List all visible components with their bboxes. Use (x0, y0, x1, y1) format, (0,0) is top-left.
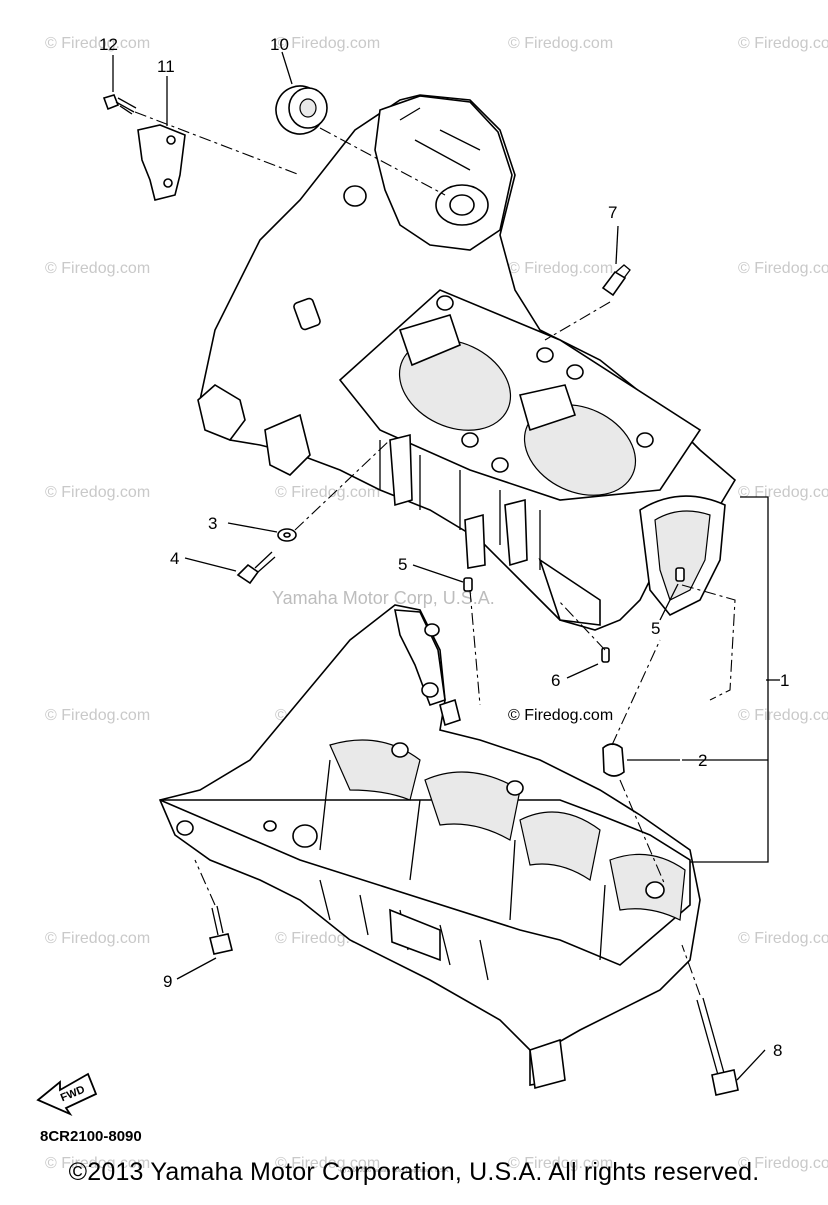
callout-12: 12 (99, 35, 118, 54)
bolt-8-part (696, 997, 739, 1096)
bearing-part (275, 85, 328, 135)
callout-6: 6 (551, 671, 560, 690)
dowel-5-part (463, 567, 685, 592)
leader-lines (112, 51, 780, 1081)
watermark-text: © Firedog.com (275, 1155, 380, 1172)
callout-10: 10 (270, 35, 289, 54)
fwd-arrow-icon: FWD (36, 1072, 98, 1117)
callout-5: 5 (651, 619, 660, 638)
watermark-text: © Firedog.com (738, 484, 828, 501)
bolt-4-part (236, 551, 276, 585)
bolt-9-part (209, 905, 233, 955)
callout-4: 4 (170, 549, 179, 568)
pin-6-part (601, 647, 610, 663)
watermark-text: © Firedog.com (45, 1155, 150, 1172)
watermark-text: © Firedog.com (738, 260, 828, 277)
callout-8: 8 (773, 1041, 782, 1060)
watermark-text: © Firedog.com (738, 35, 828, 52)
callout-7: 7 (608, 203, 617, 222)
footer-copyright: ©2013 Yamaha Motor Corporation, U.S.A. A… (68, 1158, 760, 1186)
watermark-dark-text: © Firedog.com (508, 707, 613, 724)
watermark-text: © Firedog.com (45, 707, 150, 724)
watermark-text: © Firedog.com (45, 260, 150, 277)
tiny-copyright: (c) 2006 2016 Yamaha Motor Corporation, … (340, 1168, 449, 1174)
lower-crankcase (158, 604, 701, 1090)
callout-5: 5 (398, 555, 407, 574)
watermark-text: © Firedog.com (738, 707, 828, 724)
watermark-text: © Firedog.com (275, 35, 380, 52)
washer-3-part (277, 528, 297, 542)
callout-labels: 1 2 3 4 5 5 6 7 8 9 10 11 12 (99, 35, 789, 1060)
watermark-text: © Firedog.com (45, 484, 150, 501)
diagram-code: 8CR2100-8090 (40, 1128, 142, 1145)
watermark-text: © Firedog.com (45, 35, 150, 52)
upper-crankcase (197, 94, 737, 631)
callout-11: 11 (157, 57, 175, 76)
watermark-text: © Firedog.com (275, 484, 380, 501)
bolt-12-part (102, 94, 137, 115)
watermark-text: © Firedog.com (738, 930, 828, 947)
callout-9: 9 (163, 972, 172, 991)
watermark-text: © Firedog.com (508, 35, 613, 52)
watermark-text: © Firedog.com (508, 260, 613, 277)
watermark-text: © Firedog.com (508, 1155, 613, 1172)
callout-3: 3 (208, 514, 217, 533)
watermark-text: © Firedog.com (45, 930, 150, 947)
callout-1: 1 (780, 671, 789, 690)
bracket-part (137, 124, 186, 201)
stud-7-part (601, 264, 631, 297)
cap-2-part (602, 743, 625, 777)
watermark-text: © Firedog.com (738, 1155, 828, 1172)
center-watermark: Yamaha Motor Corp, U.S.A. (272, 588, 495, 608)
callout-2: 2 (698, 751, 707, 770)
